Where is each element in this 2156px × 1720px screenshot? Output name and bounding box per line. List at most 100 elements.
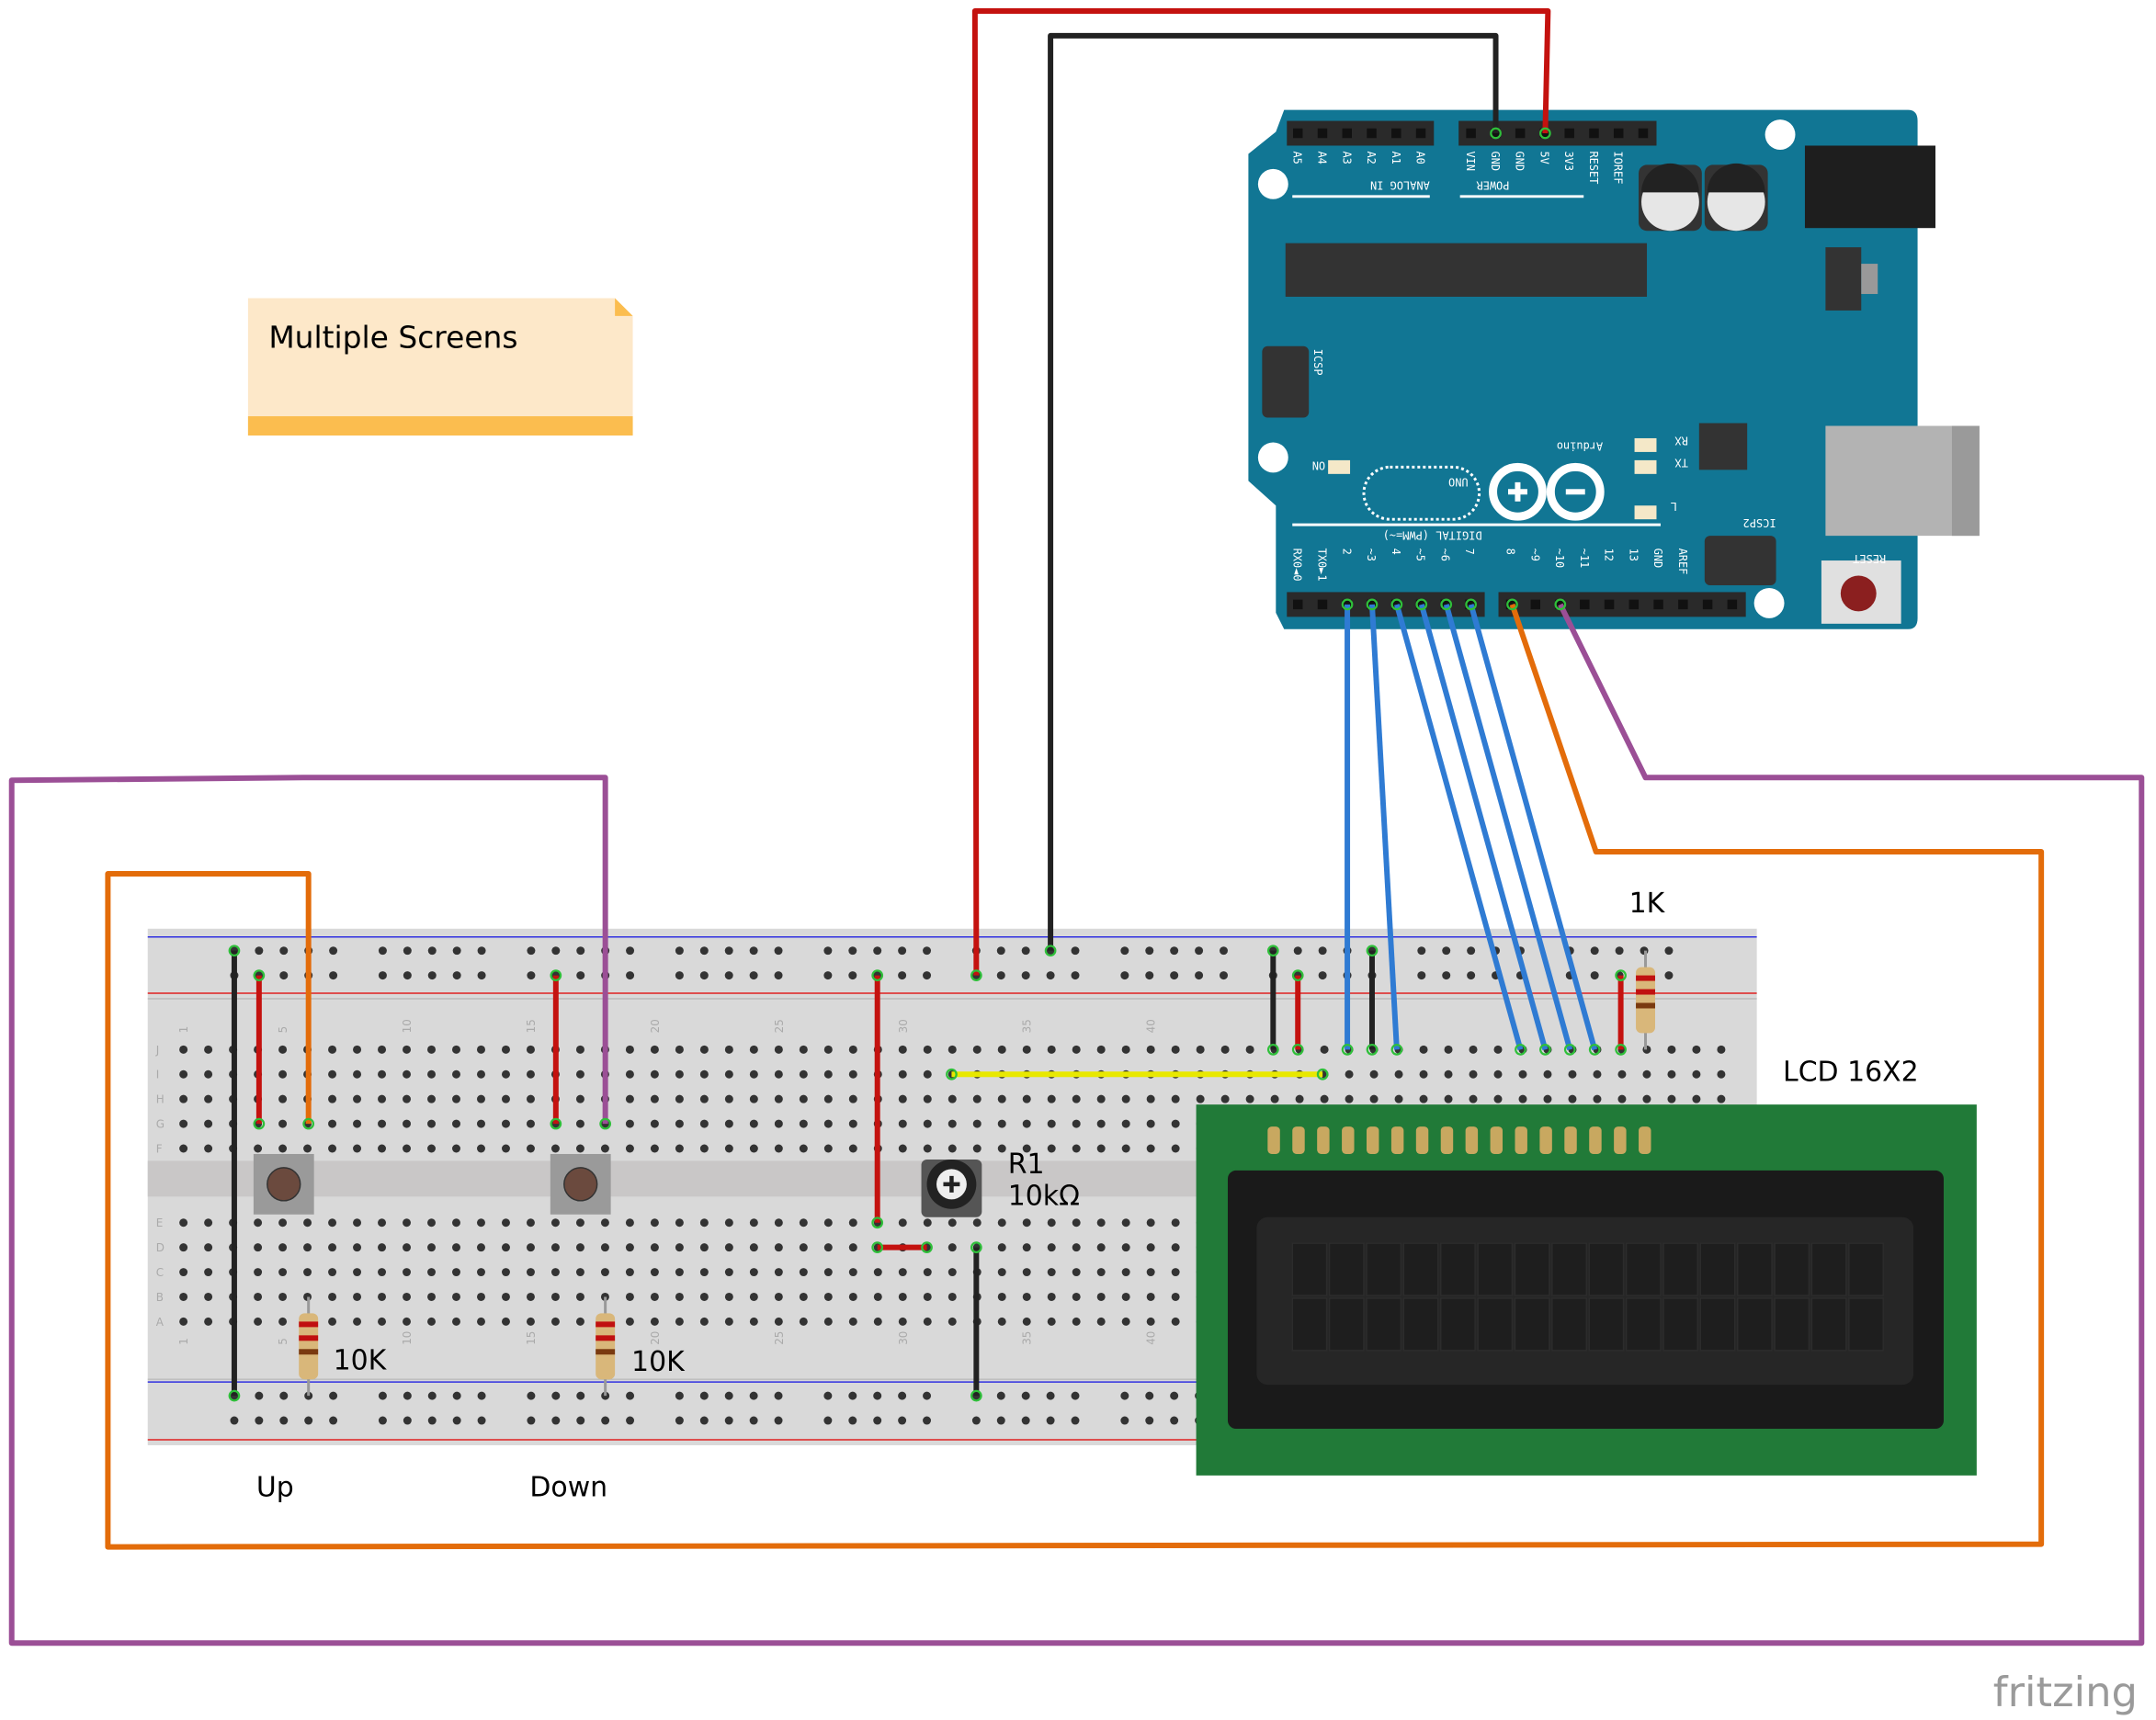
breadboard-hole[interactable] <box>179 1119 188 1128</box>
breadboard-hole[interactable] <box>898 1069 907 1079</box>
wire-endpoint[interactable] <box>1554 598 1567 611</box>
rail-hole[interactable] <box>1071 1416 1080 1425</box>
rail-hole[interactable] <box>304 1416 313 1425</box>
breadboard-hole[interactable] <box>774 1144 783 1153</box>
breadboard-hole[interactable] <box>1022 1292 1031 1301</box>
breadboard-hole[interactable] <box>1419 1045 1428 1054</box>
rail-hole[interactable] <box>279 971 289 980</box>
breadboard-hole[interactable] <box>972 1144 982 1153</box>
breadboard-hole[interactable] <box>403 1094 412 1103</box>
wire-lcd-d7[interactable] <box>1468 604 1598 1051</box>
breadboard-hole[interactable] <box>650 1045 659 1054</box>
breadboard-hole[interactable] <box>1419 1094 1428 1103</box>
breadboard-hole[interactable] <box>948 1144 957 1153</box>
header-pin[interactable] <box>1293 128 1303 139</box>
breadboard-hole[interactable] <box>278 1144 288 1153</box>
breadboard-hole[interactable] <box>1047 1317 1056 1326</box>
breadboard-hole[interactable] <box>526 1144 535 1153</box>
breadboard-hole[interactable] <box>353 1317 362 1326</box>
breadboard-hole[interactable] <box>1617 1094 1627 1103</box>
rail-hole[interactable] <box>774 1416 783 1425</box>
rail-hole[interactable] <box>749 946 758 956</box>
rail-hole[interactable] <box>971 1416 981 1425</box>
header-pin[interactable] <box>1515 128 1526 139</box>
breadboard-hole[interactable] <box>575 1268 584 1277</box>
breadboard-hole[interactable] <box>1072 1094 1081 1103</box>
rail-hole[interactable] <box>848 946 857 956</box>
breadboard-hole[interactable] <box>353 1144 362 1153</box>
breadboard-hole[interactable] <box>699 1069 709 1079</box>
rail-hole[interactable] <box>551 1391 561 1400</box>
breadboard-hole[interactable] <box>1444 1045 1453 1054</box>
rail-hole[interactable] <box>403 1416 412 1425</box>
rail-hole[interactable] <box>279 1416 289 1425</box>
breadboard-hole[interactable] <box>997 1218 1006 1228</box>
breadboard-hole[interactable] <box>278 1243 288 1252</box>
breadboard-hole[interactable] <box>675 1218 684 1228</box>
header-pin[interactable] <box>1466 128 1476 139</box>
header-pin[interactable] <box>1539 128 1550 139</box>
breadboard-hole[interactable] <box>625 1144 634 1153</box>
breadboard-hole[interactable] <box>550 1268 560 1277</box>
rail-hole[interactable] <box>996 946 1005 956</box>
breadboard-hole[interactable] <box>923 1069 932 1079</box>
rail-hole[interactable] <box>699 1391 709 1400</box>
breadboard-hole[interactable] <box>452 1119 460 1128</box>
breadboard-hole[interactable] <box>1171 1218 1180 1228</box>
breadboard-hole[interactable] <box>1096 1094 1106 1103</box>
breadboard-hole[interactable] <box>328 1045 337 1054</box>
breadboard-hole[interactable] <box>1444 1094 1453 1103</box>
breadboard-hole[interactable] <box>749 1144 758 1153</box>
breadboard-hole[interactable] <box>997 1292 1006 1301</box>
breadboard-hole[interactable] <box>204 1218 213 1228</box>
wire-orange-button-up[interactable] <box>105 603 2045 1550</box>
rail-hole[interactable] <box>1170 1416 1179 1425</box>
rail-hole[interactable] <box>329 946 338 956</box>
breadboard-hole[interactable] <box>625 1069 634 1079</box>
breadboard-hole[interactable] <box>948 1317 957 1326</box>
breadboard-hole[interactable] <box>452 1317 460 1326</box>
breadboard-hole[interactable] <box>526 1243 535 1252</box>
rail-hole[interactable] <box>527 1416 536 1425</box>
breadboard-hole[interactable] <box>1047 1243 1056 1252</box>
breadboard-hole[interactable] <box>1345 1094 1354 1103</box>
breadboard-hole[interactable] <box>1419 1069 1428 1079</box>
rail-hole[interactable] <box>873 1416 882 1425</box>
breadboard-hole[interactable] <box>1196 1094 1205 1103</box>
breadboard-hole[interactable] <box>550 1218 560 1228</box>
breadboard-hole[interactable] <box>526 1268 535 1277</box>
breadboard-hole[interactable] <box>774 1292 783 1301</box>
breadboard-hole[interactable] <box>476 1218 485 1228</box>
breadboard-hole[interactable] <box>799 1119 808 1128</box>
wire-gnd[interactable] <box>1048 32 1499 951</box>
breadboard-hole[interactable] <box>179 1243 188 1252</box>
rail-hole[interactable] <box>749 971 758 980</box>
breadboard-hole[interactable] <box>403 1144 412 1153</box>
breadboard-hole[interactable] <box>997 1268 1006 1277</box>
rail-hole[interactable] <box>749 1416 758 1425</box>
breadboard-hole[interactable] <box>749 1069 758 1079</box>
potentiometer-r1[interactable] <box>921 1159 982 1217</box>
breadboard-hole[interactable] <box>550 1243 560 1252</box>
breadboard-hole[interactable] <box>1617 1069 1627 1079</box>
breadboard-hole[interactable] <box>254 1243 263 1252</box>
breadboard-hole[interactable] <box>675 1268 684 1277</box>
rail-hole[interactable] <box>749 1391 758 1400</box>
rail-hole[interactable] <box>675 946 684 956</box>
breadboard-hole[interactable] <box>1022 1317 1031 1326</box>
rail-hole[interactable] <box>996 1391 1005 1400</box>
breadboard-hole[interactable] <box>1171 1243 1180 1252</box>
rail-hole[interactable] <box>1046 971 1055 980</box>
breadboard-hole[interactable] <box>427 1317 436 1326</box>
rail-hole[interactable] <box>477 946 486 956</box>
breadboard-hole[interactable] <box>724 1045 733 1054</box>
rail-hole[interactable] <box>1071 971 1080 980</box>
rail-hole[interactable] <box>923 1391 932 1400</box>
wire-endpoint[interactable] <box>1415 598 1428 611</box>
wire-endpoint[interactable] <box>871 969 884 981</box>
header-pin[interactable] <box>1391 128 1401 139</box>
rail-hole[interactable] <box>1170 1391 1179 1400</box>
rail-hole[interactable] <box>1293 946 1302 956</box>
breadboard-hole[interactable] <box>1171 1144 1180 1153</box>
wire-endpoint[interactable] <box>871 1241 884 1254</box>
